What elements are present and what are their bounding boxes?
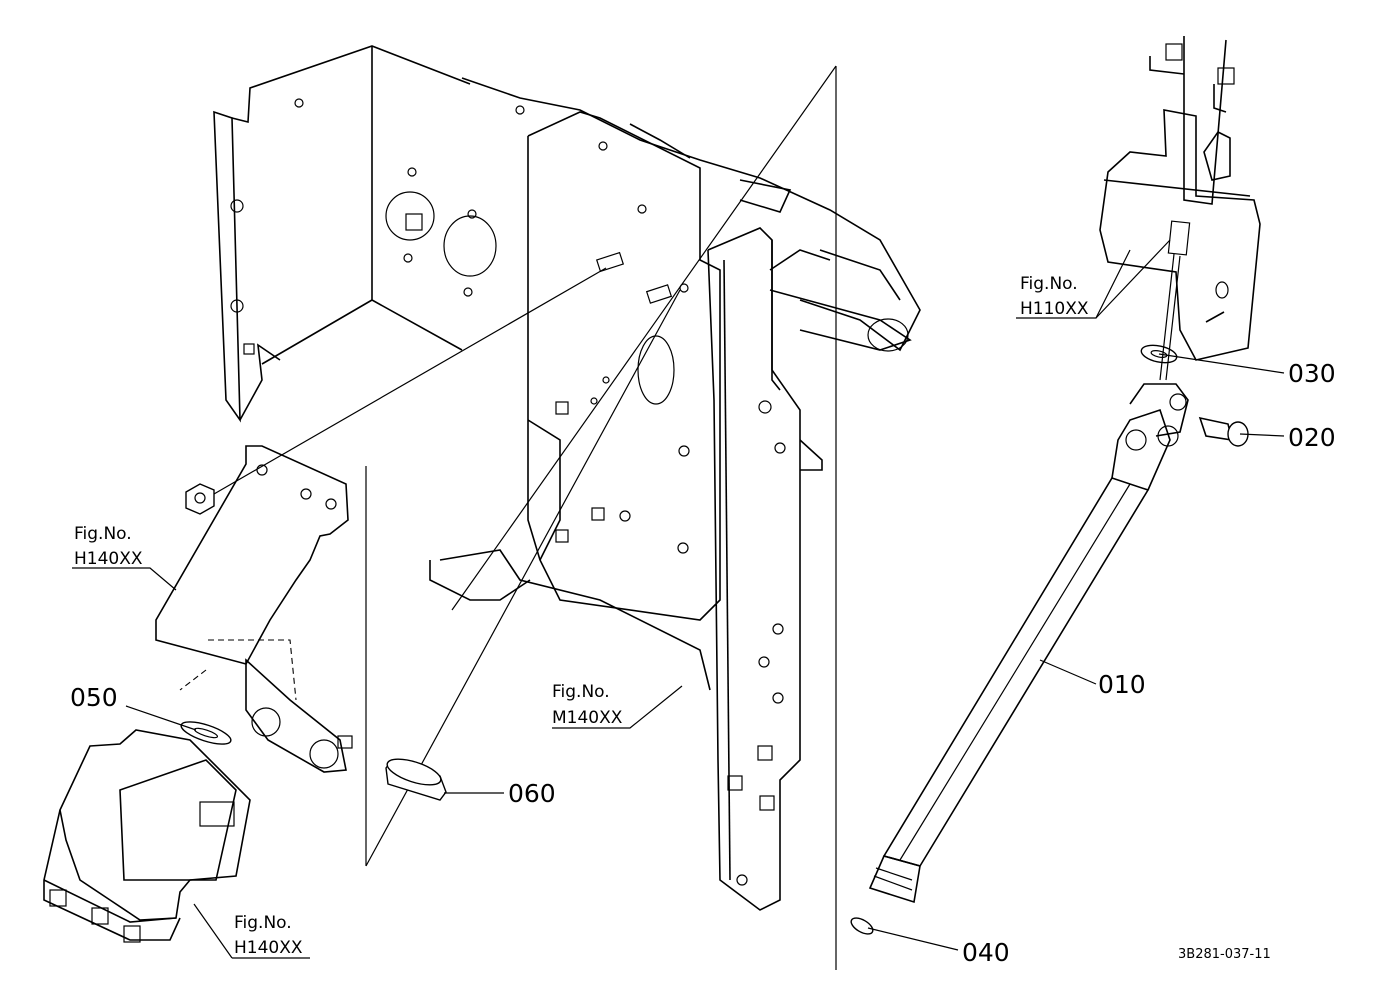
fig-ref-h110-code: H110XX xyxy=(1020,299,1089,319)
drawing-code: 3B281-037-11 xyxy=(1178,947,1271,962)
part-label-020: 020 xyxy=(1288,423,1336,452)
part-label-010: 010 xyxy=(1098,670,1146,699)
fig-ref-h140-upper-title: Fig.No. xyxy=(74,524,132,544)
fig-ref-h140-lower-title: Fig.No. xyxy=(234,913,292,933)
fig-ref-h140-lower-code: H140XX xyxy=(234,938,303,958)
fig-ref-h140-upper-code: H140XX xyxy=(74,549,143,569)
fig-ref-h110-title: Fig.No. xyxy=(1020,274,1078,294)
stud-lower xyxy=(645,284,673,304)
lower-left-assembly-drawing xyxy=(43,267,607,943)
steering-shaft-drawing xyxy=(850,36,1261,935)
part-label-060: 060 xyxy=(508,779,556,808)
part-label-040: 040 xyxy=(962,938,1010,967)
fig-ref-m140-title: Fig.No. xyxy=(552,682,610,702)
part-label-030: 030 xyxy=(1288,359,1336,388)
fig-ref-m140-code: M140XX xyxy=(552,708,623,728)
part-label-050: 050 xyxy=(70,683,118,712)
frame-bracket-drawing xyxy=(213,45,921,970)
bushing-060-drawing xyxy=(385,758,447,801)
leader-lines xyxy=(72,239,1285,959)
stud-upper xyxy=(595,251,625,273)
